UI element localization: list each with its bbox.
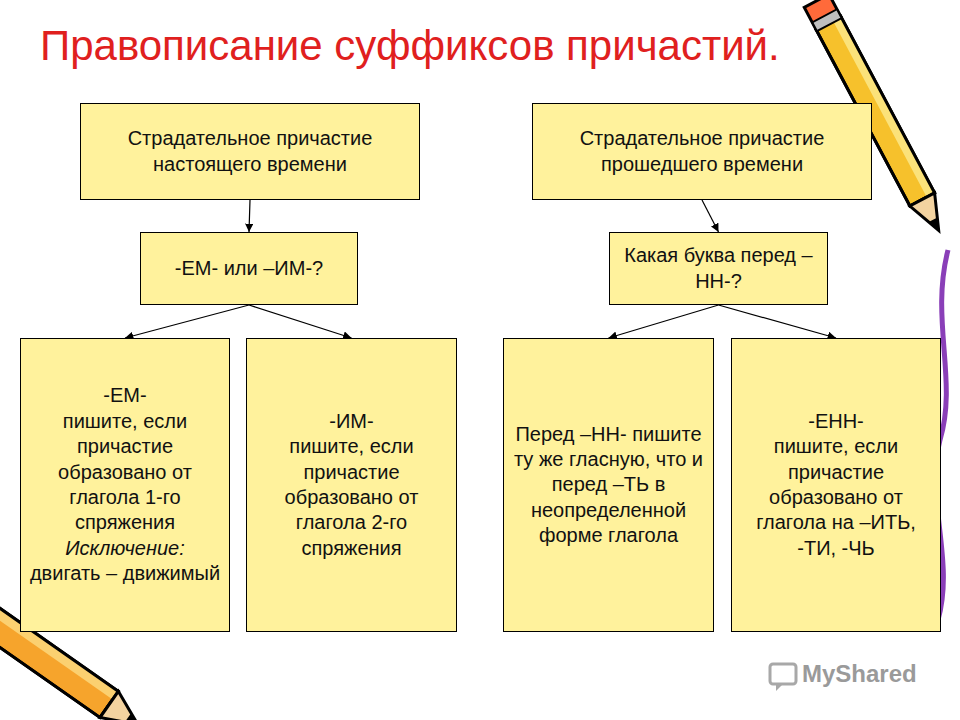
node-text: Исключение: [65, 536, 184, 561]
node-text: -ЕМ- или –ИМ-? [175, 256, 323, 281]
arrow-connector [609, 305, 719, 338]
rule-box: -ЕНН-пишите, если причастие образовано о… [731, 338, 941, 632]
node-text: пишите, если причастие образовано от гла… [29, 409, 221, 536]
watermark-text: MyShared [802, 660, 917, 688]
node-text: Страдательное причастие настоящего време… [89, 126, 411, 177]
diagram-title: Правописание суффиксов причастий. [40, 22, 780, 70]
rule-heading: -ИМ- [329, 409, 373, 434]
rule-box: -ИМ-пишите, если причастие образовано от… [246, 338, 457, 632]
arrow-connector [125, 305, 249, 338]
node-text: Какая буква перед –НН-? [618, 243, 819, 294]
node-text: Перед –НН- пишите ту же гласную, что и п… [512, 422, 705, 549]
watermark-icon [770, 664, 796, 691]
category-box: Страдательное причастие настоящего време… [80, 103, 420, 200]
category-box: Страдательное причастие прошедшего време… [532, 103, 872, 200]
question-box: -ЕМ- или –ИМ-? [140, 232, 358, 305]
rule-box: Перед –НН- пишите ту же гласную, что и п… [503, 338, 714, 632]
node-text: двигать – движимый [30, 561, 220, 586]
arrow-connector [719, 305, 837, 338]
node-text: Страдательное причастие прошедшего време… [541, 126, 863, 177]
node-text: пишите, если причастие образовано от гла… [740, 434, 932, 561]
arrow-connector [249, 200, 250, 232]
rule-heading: -ЕМ- [103, 383, 146, 408]
rule-heading: -ЕНН- [808, 409, 864, 434]
arrow-connector [249, 305, 352, 338]
node-text: пишите, если причастие образовано от гла… [255, 434, 448, 561]
rule-box: -ЕМ-пишите, если причастие образовано от… [20, 338, 230, 632]
question-box: Какая буква перед –НН-? [609, 232, 828, 305]
arrow-connector [702, 200, 719, 232]
